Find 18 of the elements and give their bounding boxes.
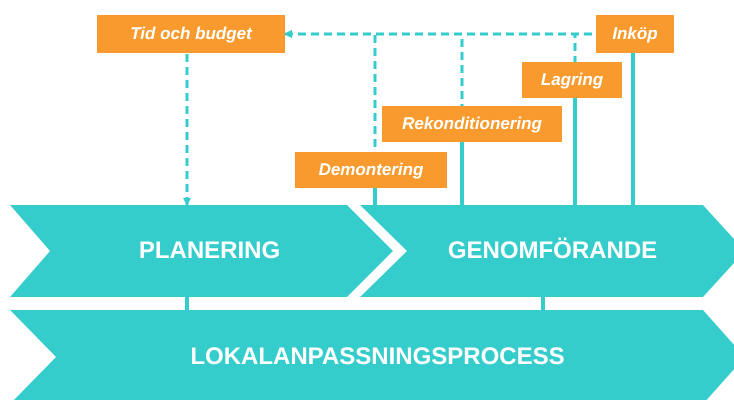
connector-line [460,142,464,205]
connector-line [541,297,545,310]
arrow [183,53,191,206]
process-box: Inköp [596,15,674,53]
process-box: Tid och budget [97,15,285,53]
connector-line [373,188,377,205]
chevron-band [10,205,393,297]
phase-label: LOKALANPASSNINGSPROCESS [190,343,565,371]
chevron-band [360,205,734,297]
chevron-band [10,310,734,400]
connector-line [573,98,577,205]
phase-label: GENOMFÖRANDE [448,237,658,265]
connector-line [185,297,189,310]
process-box: Lagring [522,62,622,98]
phase-label: PLANERING [138,237,280,265]
connector-line [631,53,635,205]
process-box: Demontering [295,152,447,188]
process-box: Rekonditionering [382,106,562,142]
